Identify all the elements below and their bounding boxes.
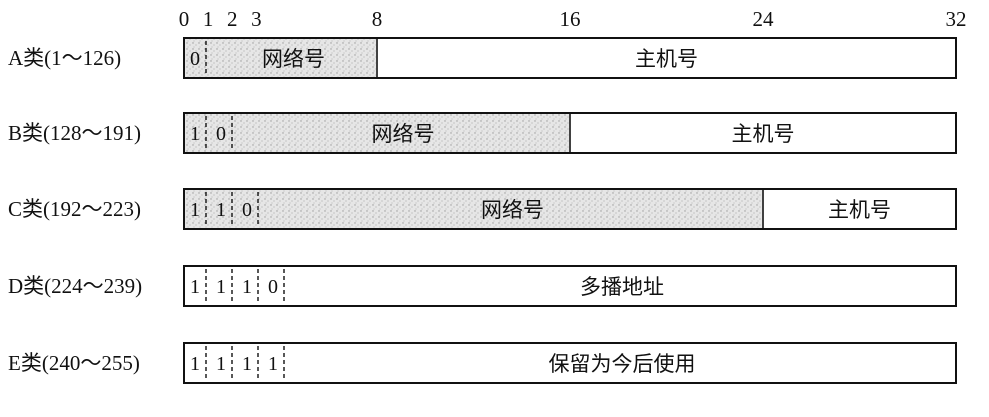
network-number-field: 网络号 — [372, 122, 435, 146]
leading-bit: 1 — [268, 353, 278, 375]
leading-bit: 0 — [242, 199, 252, 221]
scale-tick-32: 32 — [946, 7, 967, 31]
leading-bit: 1 — [190, 353, 200, 375]
leading-bit: 1 — [216, 276, 226, 298]
class-row-a: A类(1～126) 0 网络号 主机号 — [8, 37, 957, 79]
leading-bit: 0 — [190, 48, 200, 70]
address-field: 保留为今后使用 — [549, 352, 696, 376]
address-box — [183, 188, 957, 230]
scale-tick-24: 24 — [753, 7, 775, 31]
scale-tick-2: 2 — [227, 7, 238, 31]
leading-bit: 1 — [242, 353, 252, 375]
network-field-fill — [185, 190, 762, 228]
address-box — [183, 342, 957, 384]
leading-bit: 1 — [216, 353, 226, 375]
network-field-fill — [185, 114, 569, 152]
leading-bit: 0 — [216, 123, 226, 145]
host-number-field: 主机号 — [828, 198, 891, 222]
scale-tick-16: 16 — [560, 7, 581, 31]
class-label: B类(128～191) — [8, 121, 141, 145]
leading-bit: 1 — [190, 276, 200, 298]
class-label: E类(240～255) — [8, 351, 140, 375]
scale-tick-0: 0 — [179, 7, 190, 31]
host-number-field: 主机号 — [635, 47, 698, 71]
leading-bit: 1 — [190, 123, 200, 145]
network-number-field: 网络号 — [481, 198, 544, 222]
host-number-field: 主机号 — [732, 122, 795, 146]
network-number-field: 网络号 — [262, 47, 325, 71]
address-field: 多播地址 — [580, 275, 664, 299]
address-box — [183, 37, 957, 79]
leading-bit: 1 — [216, 199, 226, 221]
scale-tick-8: 8 — [372, 7, 383, 31]
class-label: C类(192～223) — [8, 197, 141, 221]
network-field-fill — [185, 39, 376, 77]
class-label: A类(1～126) — [8, 46, 121, 70]
leading-bit: 1 — [190, 199, 200, 221]
class-label: D类(224～239) — [8, 274, 142, 298]
scale-tick-3: 3 — [251, 7, 262, 31]
leading-bit: 1 — [242, 276, 252, 298]
scale-tick-1: 1 — [203, 7, 214, 31]
address-box — [183, 265, 957, 307]
leading-bit: 0 — [268, 276, 278, 298]
